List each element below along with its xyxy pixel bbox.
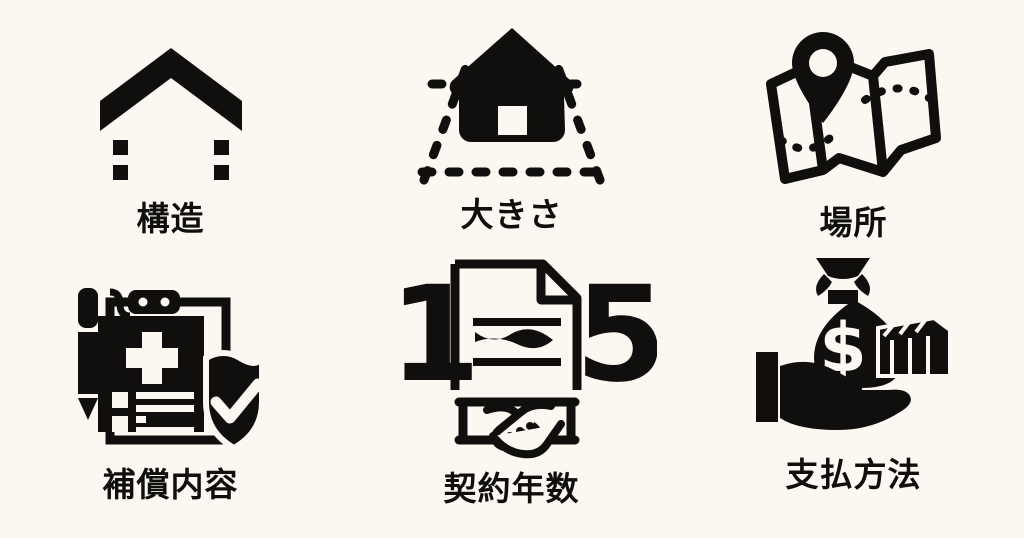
money-bag-hand-icon: $ — [754, 256, 954, 436]
grid-item-payment[interactable]: $ 支払方法 — [683, 250, 1024, 538]
house-measurement-icon — [402, 22, 622, 188]
grid-item-size[interactable]: 大きさ — [341, 14, 682, 262]
grid-item-coverage[interactable]: 補償内容 — [0, 250, 341, 538]
term-numeral-end: 5 — [575, 258, 657, 412]
grid-item-label: 補償内容 — [102, 465, 239, 504]
contract-years-icon: 1 5 — [367, 250, 657, 460]
clipboard-shield-icon — [76, 272, 266, 452]
term-numeral-start: 1 — [389, 258, 481, 412]
grid-item-structure[interactable]: 構造 — [0, 14, 341, 262]
grid-item-label: 支払方法 — [785, 455, 922, 494]
grid-item-label: 構造 — [136, 199, 205, 238]
grid-item-label: 場所 — [819, 203, 888, 242]
grid-item-location[interactable]: 場所 — [683, 14, 1024, 262]
grid-item-label: 契約年数 — [443, 469, 580, 508]
dotted-house-outline-icon — [96, 30, 246, 180]
grid-item-term[interactable]: 1 5 — [341, 250, 682, 538]
map-pin-icon — [761, 32, 946, 184]
grid-item-label: 大きさ — [460, 195, 563, 234]
